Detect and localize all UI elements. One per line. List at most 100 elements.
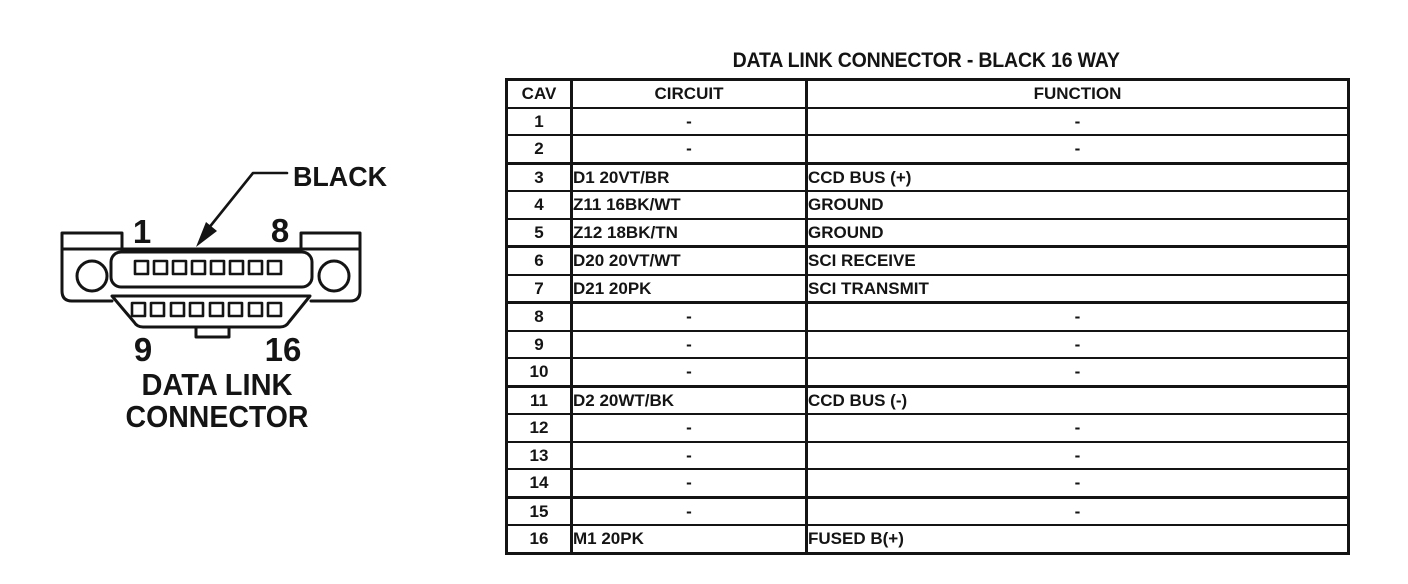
table-row: 13-- <box>505 440 1350 470</box>
pin-square <box>171 259 188 276</box>
pin-square <box>266 301 283 318</box>
left-screw-hole-icon <box>75 259 109 293</box>
cav-cell: 5 <box>505 217 573 248</box>
function-cell: GROUND <box>805 217 1350 248</box>
leader-line <box>206 171 289 231</box>
function-cell: - <box>805 301 1350 332</box>
pin-square <box>133 259 150 276</box>
table-row: 9-- <box>505 329 1350 359</box>
pin-label-1: 1 <box>133 213 151 250</box>
cav-column-header: CAV <box>505 78 573 109</box>
cav-cell: 15 <box>505 496 573 526</box>
function-cell: GROUND <box>805 190 1350 220</box>
function-cell: - <box>805 329 1350 359</box>
cav-cell: 1 <box>505 106 573 136</box>
pin-square <box>152 259 169 276</box>
table-row: 8-- <box>505 301 1350 332</box>
circuit-cell: - <box>570 134 808 165</box>
connector-shell-outline <box>60 247 362 303</box>
cav-cell: 2 <box>505 134 573 165</box>
function-cell: - <box>805 413 1350 443</box>
function-cell: - <box>805 440 1350 470</box>
pin-row-top <box>133 259 283 276</box>
function-cell: CCD BUS (+) <box>805 162 1350 192</box>
circuit-cell: - <box>570 468 808 499</box>
function-cell: - <box>805 357 1350 388</box>
pin-square <box>208 301 225 318</box>
color-label: BLACK <box>293 161 387 192</box>
circuit-cell: - <box>570 301 808 332</box>
pin-square <box>227 301 244 318</box>
circuit-cell: Z11 16BK/WT <box>570 190 808 220</box>
circuit-cell: Z12 18BK/TN <box>570 217 808 248</box>
cav-cell: 4 <box>505 190 573 220</box>
pin-square <box>228 259 245 276</box>
pin-label-8: 8 <box>271 212 289 249</box>
circuit-column-header: CIRCUIT <box>570 78 808 109</box>
pin-row-bottom <box>130 301 283 318</box>
pin-square <box>247 301 264 318</box>
cav-cell: 13 <box>505 440 573 470</box>
function-cell: SCI TRANSMIT <box>805 273 1350 304</box>
circuit-cell: M1 20PK <box>570 524 808 554</box>
connector-body-lower <box>110 294 312 329</box>
cav-cell: 16 <box>505 524 573 554</box>
pin-square <box>209 259 226 276</box>
right-screw-hole-icon <box>317 259 351 293</box>
table-row: 2-- <box>505 134 1350 165</box>
function-cell: FUSED B(+) <box>805 524 1350 554</box>
pin-label-9: 9 <box>134 331 152 368</box>
pin-square <box>149 301 166 318</box>
circuit-cell: - <box>570 357 808 388</box>
table-title-text: DATA LINK CONNECTOR - BLACK 16 WAY <box>732 49 1120 72</box>
circuit-cell: D21 20PK <box>570 273 808 304</box>
cav-cell: 9 <box>505 329 573 359</box>
function-cell: - <box>805 106 1350 136</box>
circuit-cell: D1 20VT/BR <box>570 162 808 192</box>
table-row: 15-- <box>505 496 1350 526</box>
circuit-cell: D2 20WT/BK <box>570 385 808 415</box>
pin-square <box>247 259 264 276</box>
cav-cell: 6 <box>505 245 573 276</box>
circuit-cell: - <box>570 329 808 359</box>
circuit-cell: D20 20VT/WT <box>570 245 808 276</box>
table-row: 10-- <box>505 357 1350 388</box>
cav-cell: 8 <box>505 301 573 332</box>
function-column-header: FUNCTION <box>805 78 1350 109</box>
right-mounting-tab <box>299 231 362 251</box>
table-title: DATA LINK CONNECTOR - BLACK 16 WAY <box>505 49 1347 73</box>
table-row: 12-- <box>505 413 1350 443</box>
cav-cell: 14 <box>505 468 573 499</box>
connector-body-upper <box>109 250 314 289</box>
function-cell: CCD BUS (-) <box>805 385 1350 415</box>
circuit-cell: - <box>570 413 808 443</box>
left-mounting-tab <box>60 231 124 251</box>
function-cell: - <box>805 496 1350 526</box>
function-cell: - <box>805 468 1350 499</box>
circuit-cell: - <box>570 440 808 470</box>
pin-square <box>169 301 186 318</box>
pin-square <box>266 259 283 276</box>
cav-cell: 7 <box>505 273 573 304</box>
table-row: 1-- <box>505 106 1350 136</box>
circuit-cell: - <box>570 106 808 136</box>
circuit-cell: - <box>570 496 808 526</box>
cav-cell: 11 <box>505 385 573 415</box>
cav-cell: 10 <box>505 357 573 388</box>
connector-caption-line2: CONNECTOR <box>126 399 309 434</box>
pin-square <box>190 259 207 276</box>
connector-caption-line1: DATA LINK <box>142 367 294 402</box>
pin-label-16: 16 <box>265 331 302 368</box>
connector-diagram: BLACK 1 8 9 16 DATA LINK CONNECTOR <box>60 161 387 434</box>
table-header-row: CAV CIRCUIT FUNCTION <box>505 78 1350 109</box>
arrowhead-icon <box>196 222 217 247</box>
